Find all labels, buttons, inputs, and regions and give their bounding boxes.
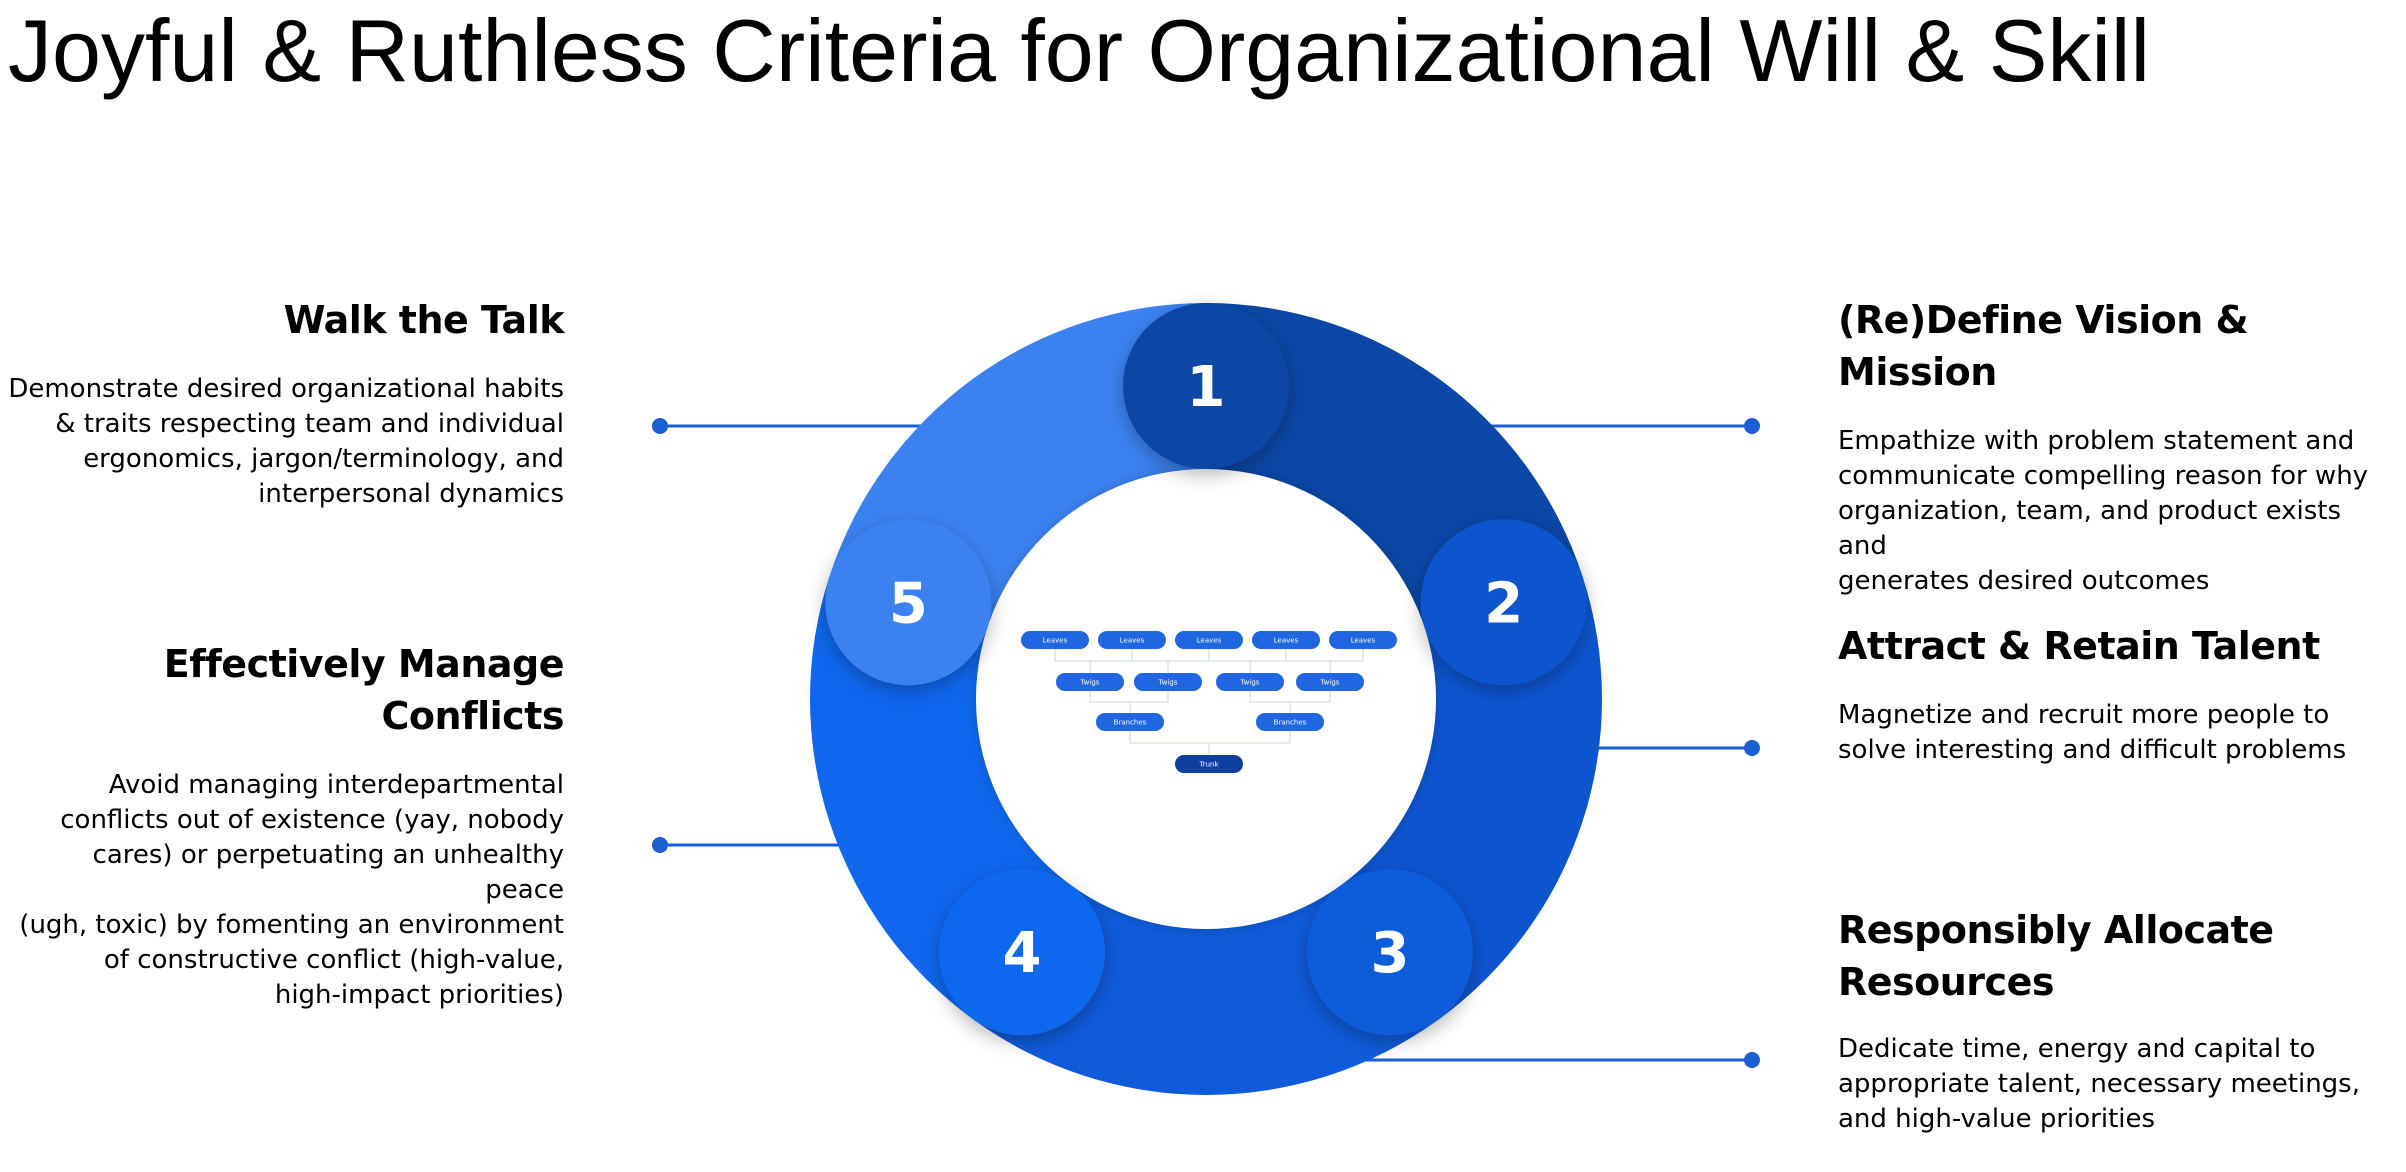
tree-leaf-node [1175,631,1243,649]
tree-leaf-node-label: Leaves [1043,637,1068,645]
tree-link [1208,722,1291,764]
segment-caps: 5 4 3 2 1 [825,303,1587,1036]
segment-3-number: 3 [1370,921,1409,986]
criterion-5-block: Walk the Talk Demonstrate desired organi… [8,294,564,512]
tree-branch-node [1256,713,1324,731]
tree-branch-node-label: Branches [1114,719,1147,727]
criterion-1-heading: (Re)Define Vision & Mission [1838,298,2249,394]
tree-leaf-node-label: Leaves [1274,637,1299,645]
criterion-5-description: Demonstrate desired organizational habit… [8,374,564,509]
criterion-2-block: Attract & Retain Talent Magnetize and re… [1838,620,2398,768]
connector-5-dot [652,418,668,434]
tree-leaf-node [1098,631,1166,649]
segment-3-cap [1306,869,1473,1036]
tree-leaf-node-label: Leaves [1120,637,1145,645]
page-title: Joyful & Ruthless Criteria for Organizat… [8,1,2151,100]
criterion-5-heading: Walk the Talk [283,298,565,342]
connector-3-dot [1744,1052,1760,1068]
connector-2-dot [1744,740,1760,756]
tree-twig-node-label: Twigs [1080,679,1100,687]
tree-leaf-node-label: Leaves [1197,637,1222,645]
tree-leaf-node [1252,631,1320,649]
criterion-1-description: Empathize with problem statement and com… [1838,426,2369,596]
tree-leaf-node [1329,631,1397,649]
criterion-2-heading: Attract & Retain Talent [1838,624,2320,668]
criterion-3-description: Dedicate time, energy and capital to app… [1838,1034,2360,1134]
connector-4-dot [652,837,668,853]
criterion-4-heading: Effectively Manage Conflicts [163,642,565,738]
tree-link [1129,682,1169,722]
segment-2-cap [1420,519,1587,686]
tree-twig-node-label: Twigs [1240,679,1260,687]
ring-center [976,469,1436,929]
segment-1-cap [1123,303,1289,469]
segment-5-cap [825,519,992,686]
criterion-4-block: Effectively Manage Conflicts Avoid manag… [8,638,564,1013]
segment-4-number: 4 [1003,921,1042,986]
tree-branch-node [1096,713,1164,731]
tree-link [1289,682,1331,722]
segment-1-number: 1 [1187,355,1226,420]
tree-twig-node [1296,673,1364,691]
segment-2-number: 2 [1484,571,1523,636]
connector-1-dot [1744,418,1760,434]
criterion-2-description: Magnetize and recruit more people to sol… [1838,700,2347,765]
segment-4-cap [939,869,1106,1036]
tree-link [1329,640,1364,682]
tree-twig-node [1056,673,1124,691]
criterion-1-block: (Re)Define Vision & Mission Empathize wi… [1838,294,2398,599]
tree-trunk-node [1175,755,1243,773]
tree-twig-node-label: Twigs [1158,679,1178,687]
criterion-3-heading: Responsibly Allocate Resources [1838,908,2274,1004]
criterion-4-description: Avoid managing interdepartmental conflic… [19,770,564,1010]
tree-twig-node-label: Twigs [1320,679,1340,687]
tree-twig-node [1134,673,1202,691]
segment-5-number: 5 [889,571,928,636]
tree-leaf-node [1021,631,1089,649]
criterion-3-block: Responsibly Allocate Resources Dedicate … [1838,904,2398,1137]
tree-twig-node [1216,673,1284,691]
tree-leaf-node-label: Leaves [1351,637,1376,645]
tree-trunk-node-label: Trunk [1198,761,1219,769]
tree-branch-node-label: Branches [1274,719,1307,727]
